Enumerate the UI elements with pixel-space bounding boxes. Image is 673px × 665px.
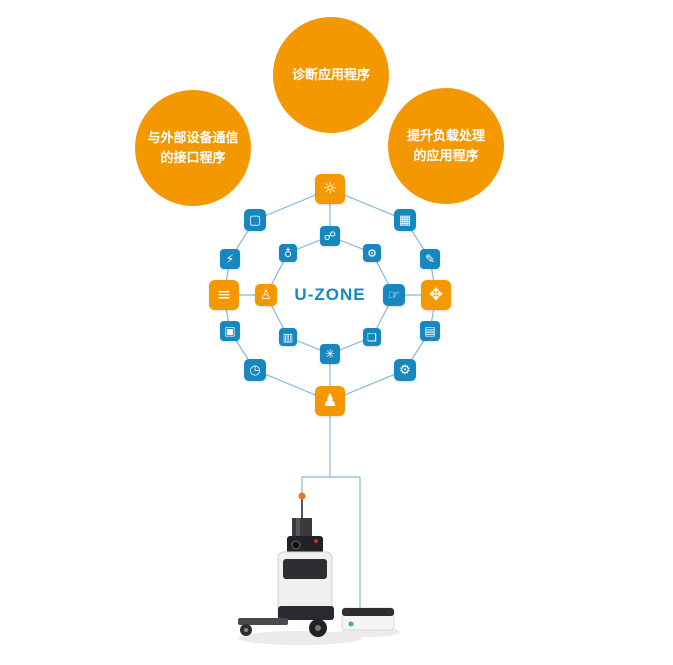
chart-icon: ▦: [394, 209, 416, 231]
joystick-icon: ✥: [421, 280, 451, 310]
document-icon: ❏: [363, 328, 381, 346]
control-panel: [283, 559, 327, 579]
connector-to-vehicle: [301, 401, 361, 608]
desk-person-icon: ♙: [255, 284, 277, 306]
compass-icon: ◷: [244, 359, 266, 381]
gear-small-icon: ⚙: [363, 244, 381, 262]
device-icon: ▣: [220, 321, 240, 341]
agv-forklift-illustration: [238, 492, 400, 645]
callout-line: 诊断应用程序: [291, 66, 370, 82]
callout-diagnostics: 诊断应用程序: [273, 17, 389, 133]
drive-hub: [315, 625, 321, 631]
camera-lens: [291, 540, 301, 550]
callout-diagnostics-text: 诊断应用程序: [292, 65, 370, 85]
caster-hub: [244, 628, 248, 632]
callout-line: 的应用程序: [413, 148, 479, 163]
sensor-led: [314, 539, 318, 543]
monitor-icon: ▢: [244, 209, 266, 231]
edit-icon: ✎: [420, 249, 440, 269]
printer-icon: ▤: [420, 321, 440, 341]
chassis-base: [278, 606, 334, 620]
fork: [238, 618, 288, 625]
callout-load-handling-text: 提升负载处理 的应用程序: [407, 126, 485, 166]
controller-status-led: [348, 621, 354, 627]
robot-arm-icon: ☍: [320, 226, 340, 246]
barcode-icon: ▥: [279, 328, 297, 346]
forklift-shadow: [238, 631, 362, 645]
callout-line: 的接口程序: [160, 150, 226, 165]
location-pin-icon: ♁: [279, 244, 297, 262]
hand-pointer-icon: ☞: [383, 284, 405, 306]
controller-top: [342, 608, 394, 616]
operator-icon: ☼: [315, 174, 345, 204]
callout-line: 提升负载处理: [406, 127, 485, 143]
hub-label: U-ZONE: [290, 285, 370, 305]
pallet-stack-icon: ≡: [209, 280, 239, 310]
callout-external-interface: 与外部设备通信 的接口程序: [135, 90, 251, 206]
callout-line: 与外部设备通信: [147, 129, 239, 145]
callout-load-handling: 提升负载处理 的应用程序: [388, 88, 504, 204]
beacon-light: [298, 492, 306, 500]
lightning-icon: ⚡: [220, 249, 240, 269]
hub-star-icon: ✳: [320, 344, 340, 364]
worker-icon: ♟: [315, 386, 345, 416]
gear-icon: ⚙: [394, 359, 416, 381]
callout-external-interface-text: 与外部设备通信 的接口程序: [147, 128, 238, 168]
